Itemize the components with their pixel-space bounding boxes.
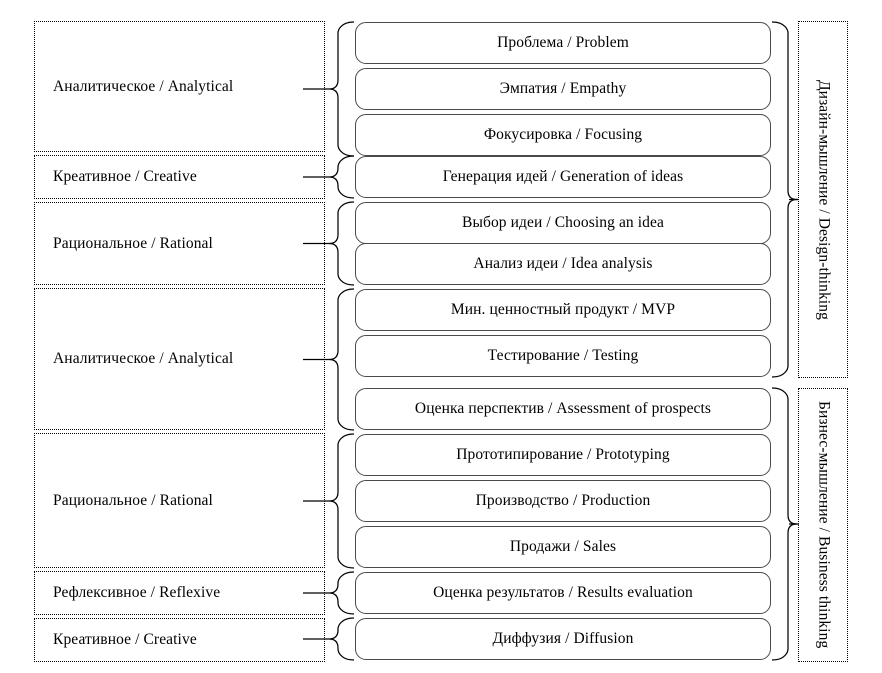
stage-label: Эмпатия / Empathy xyxy=(499,80,627,98)
stage-box-testing[interactable]: Тестирование / Testing xyxy=(355,335,771,377)
domain-label: Бизнес-мышление / Business thinking xyxy=(815,401,833,649)
thinking-group-label: Аналитическое / Analytical xyxy=(53,77,234,95)
stage-box-analysis[interactable]: Анализ идеи / Idea analysis xyxy=(355,243,771,285)
stage-label: Генерация идей / Generation of ideas xyxy=(442,168,684,186)
thinking-group-rational-2: Рациональное / Rational xyxy=(34,433,325,568)
brace-right-business-thinking xyxy=(771,387,798,661)
stage-label: Фокусировка / Focusing xyxy=(483,126,643,144)
thinking-group-analytical-1: Аналитическое / Analytical xyxy=(34,21,325,152)
thinking-group-reflexive-1: Рефлексивное / Reflexive xyxy=(34,571,325,615)
stage-box-focusing[interactable]: Фокусировка / Focusing xyxy=(355,114,771,156)
thinking-group-creative-1: Креативное / Creative xyxy=(34,155,325,199)
brace-left-creative-2 xyxy=(328,617,355,661)
stage-box-prospects[interactable]: Оценка перспектив / Assessment of prospe… xyxy=(355,388,771,430)
stage-label: Проблема / Problem xyxy=(497,34,629,52)
stage-label: Выбор идеи / Choosing an idea xyxy=(462,214,664,232)
thinking-group-analytical-2: Аналитическое / Analytical xyxy=(34,288,325,430)
thinking-group-rational-1: Рациональное / Rational xyxy=(34,202,325,285)
stage-label: Тестирование / Testing xyxy=(487,347,639,365)
stage-box-sales[interactable]: Продажи / Sales xyxy=(355,526,771,568)
stage-box-diffusion[interactable]: Диффузия / Diffusion xyxy=(355,618,771,660)
stage-label: Прототипирование / Prototyping xyxy=(456,446,670,464)
brace-left-rational-2 xyxy=(328,433,355,569)
stage-label: Продажи / Sales xyxy=(509,538,617,556)
thinking-group-label: Рефлексивное / Reflexive xyxy=(53,584,221,602)
brace-right-design-thinking xyxy=(771,21,798,378)
stage-label: Диффузия / Diffusion xyxy=(492,630,634,648)
stage-box-problem[interactable]: Проблема / Problem xyxy=(355,22,771,64)
stage-box-mvp[interactable]: Мин. ценностный продукт / MVP xyxy=(355,289,771,331)
thinking-group-label: Рациональное / Rational xyxy=(53,491,213,509)
stage-box-choosing[interactable]: Выбор идеи / Choosing an idea xyxy=(355,202,771,244)
stage-box-production[interactable]: Производство / Production xyxy=(355,480,771,522)
stage-label: Производство / Production xyxy=(475,492,651,510)
stage-label: Оценка перспектив / Assessment of prospe… xyxy=(414,400,712,418)
brace-left-creative-1 xyxy=(328,155,355,199)
thinking-group-creative-2: Креативное / Creative xyxy=(34,618,325,662)
domain-box-design-thinking: Дизайн-мышление / Design-thinking xyxy=(798,21,848,378)
stage-label: Анализ идеи / Idea analysis xyxy=(473,255,653,273)
stage-label: Мин. ценностный продукт / MVP xyxy=(450,301,676,319)
thinking-group-label: Аналитическое / Analytical xyxy=(53,350,234,368)
brace-left-rational-1 xyxy=(328,201,355,286)
stage-box-generation[interactable]: Генерация идей / Generation of ideas xyxy=(355,156,771,198)
stage-box-empathy[interactable]: Эмпатия / Empathy xyxy=(355,68,771,110)
domain-label: Дизайн-мышление / Design-thinking xyxy=(815,79,833,320)
thinking-group-label: Рациональное / Rational xyxy=(53,234,213,252)
brace-left-reflexive-1 xyxy=(328,571,355,615)
thinking-group-label: Креативное / Creative xyxy=(53,631,197,649)
stage-box-results[interactable]: Оценка результатов / Results evaluation xyxy=(355,572,771,614)
stage-label: Оценка результатов / Results evaluation xyxy=(433,584,693,602)
thinking-group-label: Креативное / Creative xyxy=(53,168,197,186)
domain-box-business-thinking: Бизнес-мышление / Business thinking xyxy=(798,388,848,662)
brace-left-analytical-2 xyxy=(328,288,355,431)
stage-box-prototyping[interactable]: Прототипирование / Prototyping xyxy=(355,434,771,476)
brace-left-analytical-1 xyxy=(328,21,355,157)
